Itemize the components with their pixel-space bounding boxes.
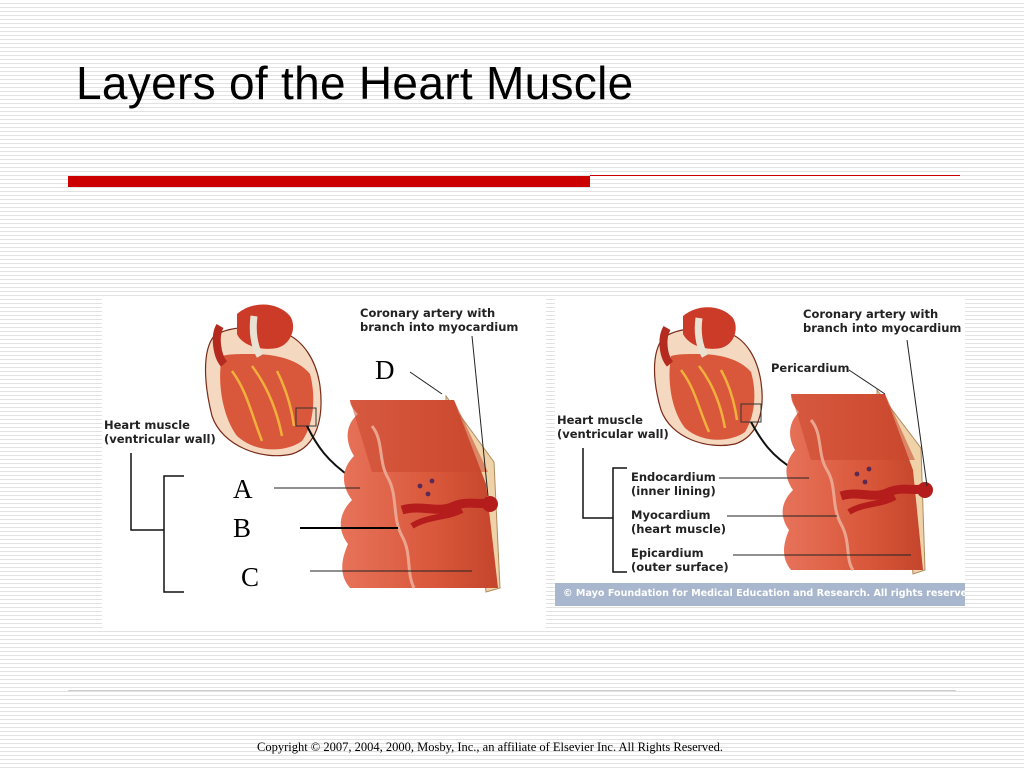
left-diagram-illustration xyxy=(130,304,501,593)
letter-b: B xyxy=(233,513,252,543)
title-underline-red xyxy=(68,176,590,187)
pericardium-label: Pericardium xyxy=(771,361,850,375)
pericardium-leader xyxy=(848,369,886,395)
heart-muscle-bracket xyxy=(130,453,164,531)
slide-title: Layers of the Heart Muscle xyxy=(76,57,634,109)
title-underline-thin xyxy=(590,175,960,176)
coronary-artery-label: Coronary artery with branch into myocard… xyxy=(803,307,962,335)
heart-muscle-bracket xyxy=(582,448,613,519)
myocardium-label: Myocardium (heart muscle) xyxy=(631,508,727,536)
coronary-leader xyxy=(906,339,928,487)
epicardium-label: Epicardium (outer surface) xyxy=(631,546,729,574)
layers-bracket xyxy=(163,475,184,593)
footer-divider xyxy=(68,690,956,691)
letter-c: C xyxy=(241,562,260,592)
endocardium-label: Endocardium (inner lining) xyxy=(631,470,716,498)
coronary-leader xyxy=(471,335,489,497)
wall-section xyxy=(782,388,933,575)
copyright-footer: Copyright © 2007, 2004, 2000, Mosby, Inc… xyxy=(256,740,724,754)
layers-bracket xyxy=(612,467,627,573)
right-diagram-illustration xyxy=(582,307,933,575)
heart-illustration xyxy=(204,304,322,457)
d-leader xyxy=(409,371,443,395)
heart-muscle-label: Heart muscle (ventricular wall) xyxy=(557,413,669,441)
left-diagram: Coronary artery with branch into myocard… xyxy=(102,296,546,628)
mayo-credit: © Mayo Foundation for Medical Education … xyxy=(563,588,965,599)
wall-section xyxy=(340,394,501,593)
letter-d: D xyxy=(375,355,395,385)
heart-muscle-label: Heart muscle (ventricular wall) xyxy=(104,418,216,446)
letter-a: A xyxy=(233,474,253,504)
coronary-artery-label: Coronary artery with branch into myocard… xyxy=(360,306,519,334)
credit-bar: © Mayo Foundation for Medical Education … xyxy=(555,583,965,606)
right-diagram: Coronary artery with branch into myocard… xyxy=(555,298,965,606)
heart-illustration xyxy=(653,307,763,447)
